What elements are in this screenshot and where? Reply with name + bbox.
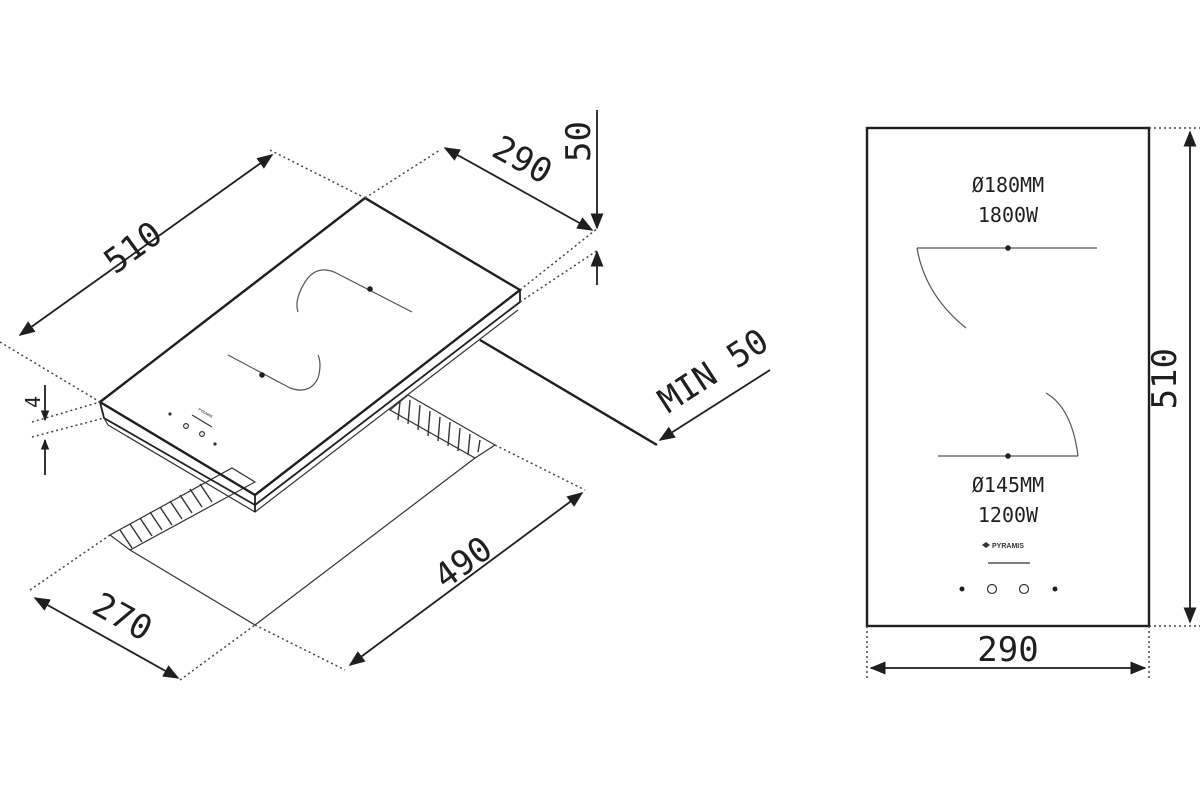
dim-510-top: 510 [1145, 127, 1200, 627]
cutout-outline [108, 394, 497, 626]
zone-select-dot-icon [1052, 586, 1058, 592]
zone-large-power: 1800W [978, 203, 1039, 227]
zone-small-diameter: Ø145MM [972, 473, 1044, 497]
minus-button-icon [986, 583, 998, 595]
dim-50-height-label: 50 [559, 121, 599, 162]
isometric-view: PYRAMIS 510 [0, 110, 776, 681]
iso-control-panel: PYRAMIS [168, 407, 217, 446]
iso-zone-markings [227, 269, 413, 391]
zone-large: Ø180MM 1800W [916, 173, 1097, 329]
zone-large-diameter: Ø180MM [972, 173, 1044, 197]
dim-4-glass: 4 [21, 385, 50, 475]
iso-zone-large-center-dot [367, 286, 373, 292]
dim-4-glass-label: 4 [21, 396, 45, 408]
dim-510-iso: 510 [18, 154, 274, 336]
clearance-plate [479, 338, 658, 447]
plus-button-icon [1018, 583, 1030, 595]
zone-small-center-dot [1005, 453, 1011, 459]
dim-50-height: 50 [559, 110, 604, 285]
cutout-hatch-right [397, 399, 481, 456]
iso-zone-small-center-dot [259, 372, 265, 378]
top-view-outline [865, 126, 1151, 628]
dim-510-top-label: 510 [1145, 348, 1185, 409]
top-control-panel: PYRAMIS [959, 542, 1058, 595]
dim-290-top-label: 290 [977, 630, 1038, 670]
dim-270: 270 [33, 585, 180, 679]
brand-label: PYRAMIS [992, 543, 1024, 550]
dim-490-label: 490 [427, 529, 500, 597]
top-view: Ø180MM 1800W Ø145MM 1200W PYRAMIS [865, 126, 1200, 678]
brand-logo-icon [982, 542, 990, 548]
dim-290-iso-label: 290 [486, 128, 559, 193]
iso-extension-lines [0, 149, 599, 681]
iso-brand-label: PYRAMIS [198, 407, 214, 419]
dim-min-50: MIN 50 [651, 321, 776, 441]
power-dot-icon [959, 586, 965, 592]
zone-small: Ø145MM 1200W [938, 392, 1079, 527]
dim-270-label: 270 [86, 585, 159, 650]
dim-490: 490 [348, 492, 584, 666]
cutout-hatch-left [119, 483, 213, 549]
dim-290-top: 290 [866, 626, 1150, 678]
zone-large-center-dot [1005, 245, 1011, 251]
zone-small-power: 1200W [978, 503, 1039, 527]
